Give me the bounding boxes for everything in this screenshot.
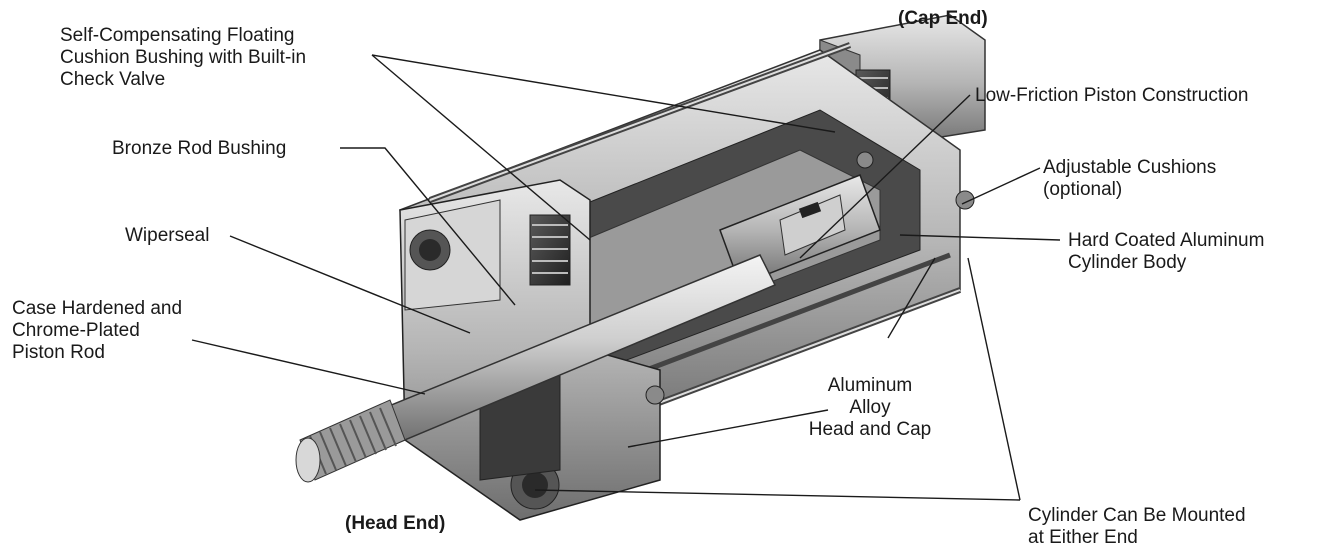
hard-coated-label: Hard Coated Aluminum Cylinder Body xyxy=(1068,230,1265,273)
adjustable-cushions-label: Adjustable Cushions (optional) xyxy=(1043,157,1217,200)
cushion-screws xyxy=(645,151,975,405)
wiperseal-label: Wiperseal xyxy=(125,225,210,246)
floating-cushion-label: Self-Compensating Floating Cushion Bushi… xyxy=(60,25,307,90)
piston-rod xyxy=(295,254,777,483)
low-friction-label: Low-Friction Piston Construction xyxy=(975,85,1249,106)
head-end-label: (Head End) xyxy=(345,513,446,534)
piston-rod-label: Case Hardened and Chrome-Plated Piston R… xyxy=(12,298,183,363)
leader-lines xyxy=(191,54,1061,501)
aluminum-alloy-label: Aluminum Alloy Head and Cap xyxy=(808,375,932,440)
cap-end-label: (Cap End) xyxy=(898,8,988,29)
bronze-rod-label: Bronze Rod Bushing xyxy=(112,138,287,159)
mount-either-end-label: Cylinder Can Be Mounted at Either End xyxy=(1028,505,1246,548)
